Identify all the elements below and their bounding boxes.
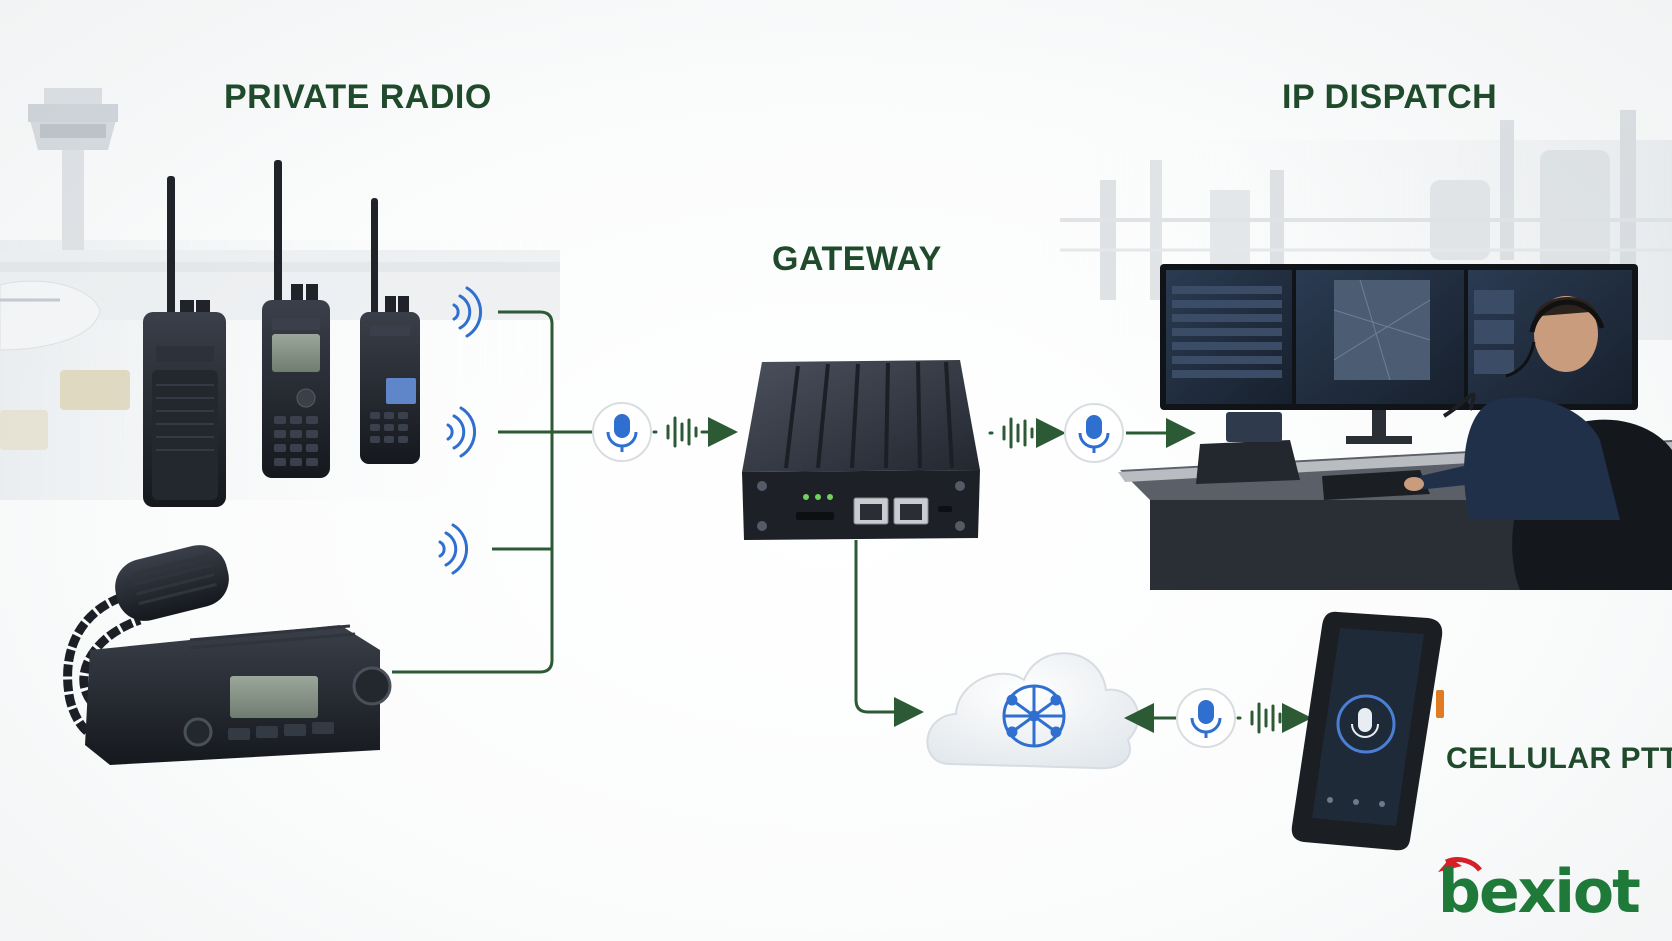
gateway-label: GATEWAY (772, 240, 942, 278)
microphone-icon (1064, 403, 1124, 463)
handheld-radio-3 (360, 198, 420, 464)
gateway-cloud-connector (854, 540, 924, 727)
bexiot-logo (1438, 857, 1482, 872)
microphone-icon (592, 402, 652, 462)
private-radio-label: PRIVATE RADIO (224, 78, 492, 116)
logo-text: bexiot (1438, 857, 1641, 927)
globe-network-icon (1002, 684, 1066, 748)
audio-wave-icon (652, 416, 738, 448)
handheld-radio-1 (143, 176, 226, 507)
audio-wave-icon (1236, 702, 1312, 734)
mobile-radio (63, 545, 392, 765)
radio-wave-icon (452, 286, 483, 338)
radio-wave-icon (438, 523, 469, 575)
rugged-smartphone (1291, 611, 1444, 851)
handheld-radio-2 (262, 160, 330, 478)
radio-connector-lines (392, 310, 596, 674)
microphone-icon (1176, 688, 1236, 748)
cellular-ptt-label: CELLULAR PTT (1446, 742, 1672, 775)
gateway-device (742, 360, 980, 540)
dispatcher-operator (1404, 296, 1672, 590)
audio-wave-icon (988, 417, 1066, 449)
ip-dispatch-label: IP DISPATCH (1282, 78, 1498, 116)
radio-wave-icon (446, 406, 477, 458)
